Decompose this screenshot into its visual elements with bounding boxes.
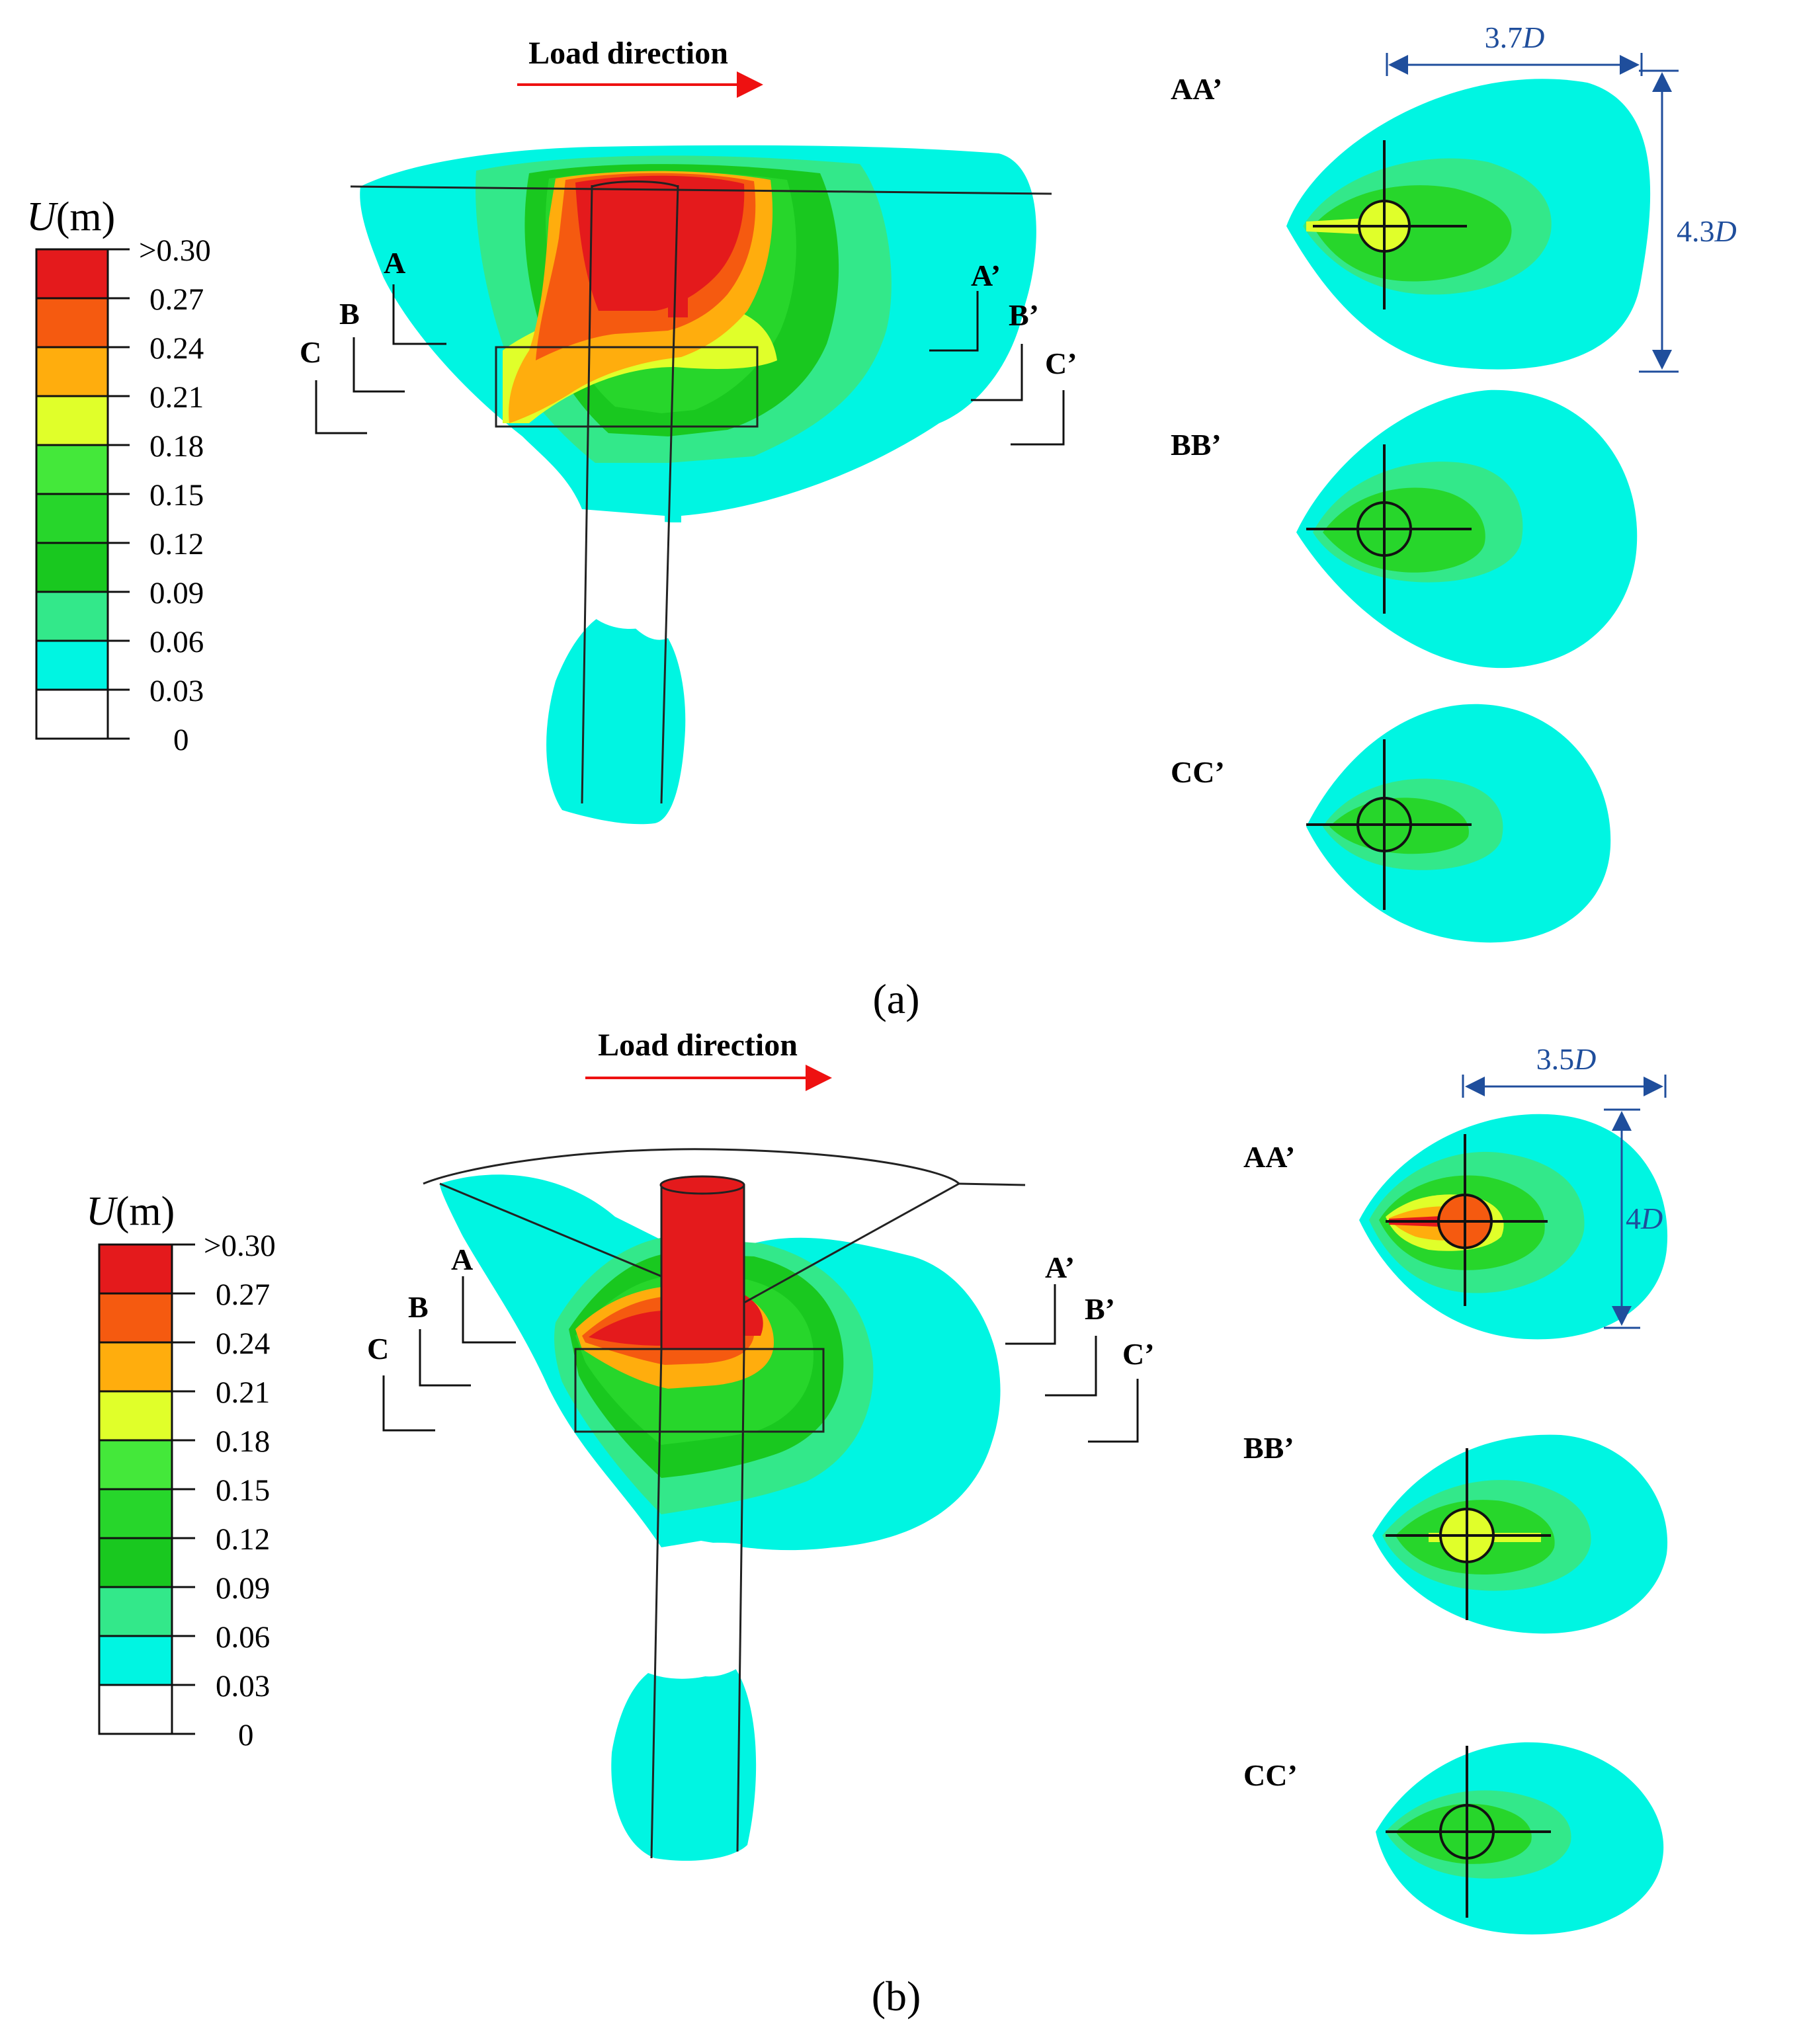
legend-tick: 0.12 <box>216 1522 270 1557</box>
legend-tick: 0 <box>173 723 189 757</box>
section-mark-label: B’ <box>1085 1292 1115 1326</box>
contour-band-0.27-0.30 <box>589 1311 661 1346</box>
section-mark-label: C’ <box>1045 347 1077 380</box>
legend: U(m) > <box>26 194 211 757</box>
cross-section-label: AA’ <box>1171 72 1222 106</box>
legend-swatches <box>98 1243 173 1735</box>
dimension-width: 3.5D <box>1536 1042 1597 1076</box>
section-mark-label: A’ <box>1045 1250 1075 1284</box>
legend-tick: 0 <box>238 1718 254 1752</box>
legend-tick: 0.06 <box>149 625 204 659</box>
legend-tick-labels: >0.30 0.27 0.24 0.21 0.18 0.15 0.12 0.09… <box>139 233 211 757</box>
panel-a: Load direction U(m) <box>26 20 1737 1022</box>
pile-outline <box>423 1148 1026 1859</box>
legend-swatches <box>35 248 109 740</box>
legend-tick: 0.09 <box>149 576 204 610</box>
section-marks <box>382 1276 1139 1443</box>
cross-section-aa: AA’ 3.7D 4.3D <box>1171 20 1737 373</box>
legend-tick-marks <box>172 1243 195 1735</box>
legend-tick: 0.24 <box>149 331 204 366</box>
legend-tick: 0.15 <box>216 1473 270 1508</box>
cross-section-label: BB’ <box>1243 1431 1294 1465</box>
contour-plot-main <box>360 145 1036 825</box>
legend-tick: 0.18 <box>216 1424 270 1459</box>
pile-outline <box>350 181 1052 804</box>
panel-label: (b) <box>872 1973 921 2020</box>
legend-tick: 0.27 <box>149 282 204 317</box>
dimension-lines <box>1386 53 1679 373</box>
panel-b: Load direction U(m) <box>86 1028 1668 2020</box>
cross-section-label: BB’ <box>1171 428 1222 462</box>
section-mark-label: B <box>408 1290 429 1324</box>
cross-section-label: AA’ <box>1243 1140 1295 1174</box>
legend-title: U(m) <box>26 194 115 239</box>
section-mark-label: C <box>367 1332 389 1366</box>
legend-tick-marks <box>108 248 130 740</box>
legend-tick: 0.12 <box>149 527 204 561</box>
dimension-height: 4D <box>1626 1202 1663 1235</box>
contour-gap-white <box>661 1542 747 1677</box>
dimension-width: 3.7D <box>1485 20 1545 54</box>
contour-band-0.30-right <box>741 1293 763 1336</box>
dimension-height: 4.3D <box>1677 214 1737 248</box>
legend-tick: 0.18 <box>149 429 204 464</box>
legend: U(m) > <box>86 1189 276 1752</box>
section-mark-label: C’ <box>1122 1337 1155 1371</box>
contour-band-0.03-lower <box>546 608 686 825</box>
dimension-lines <box>1462 1075 1667 1329</box>
legend-title: U(m) <box>86 1189 175 1234</box>
legend-tick: 0.21 <box>216 1375 270 1410</box>
cross-section-bb: BB’ <box>1171 389 1638 669</box>
section-mark-label: B’ <box>1009 298 1039 332</box>
legend-tick: >0.30 <box>204 1229 276 1263</box>
legend-tick: >0.30 <box>139 233 211 268</box>
section-mark-label: B <box>339 297 360 331</box>
load-direction-label: Load direction <box>528 36 728 71</box>
cross-section-label: CC’ <box>1243 1758 1298 1792</box>
legend-tick: 0.21 <box>149 380 204 415</box>
section-mark-label: A <box>451 1243 473 1276</box>
legend-tick: 0.03 <box>149 674 204 708</box>
contour-gap-white <box>585 516 678 630</box>
cross-section-aa: AA’ 3.5D 4D <box>1243 1042 1668 1340</box>
legend-tick: 0.03 <box>216 1669 270 1703</box>
section-marks <box>315 284 1065 446</box>
cross-section-cc: CC’ <box>1243 1742 1664 1935</box>
contour-band-0.03-lower <box>611 1666 757 1861</box>
load-direction-label: Load direction <box>598 1028 798 1063</box>
contour-core-red <box>668 188 688 317</box>
section-mark-label: C <box>300 335 321 369</box>
section-mark-label: A <box>384 246 405 280</box>
legend-tick: 0.15 <box>149 478 204 512</box>
legend-tick: 0.27 <box>216 1278 270 1312</box>
cross-section-cc: CC’ <box>1171 704 1611 943</box>
contour-band-0.27-0.30 <box>575 175 745 311</box>
cross-section-bb: BB’ <box>1243 1431 1668 1634</box>
cross-section-label: CC’ <box>1171 755 1225 789</box>
legend-tick: 0.06 <box>216 1620 270 1655</box>
legend-tick: 0.24 <box>216 1327 270 1361</box>
section-mark-label: A’ <box>971 259 1001 292</box>
legend-tick: 0.09 <box>216 1571 270 1606</box>
panel-label: (a) <box>872 975 919 1022</box>
